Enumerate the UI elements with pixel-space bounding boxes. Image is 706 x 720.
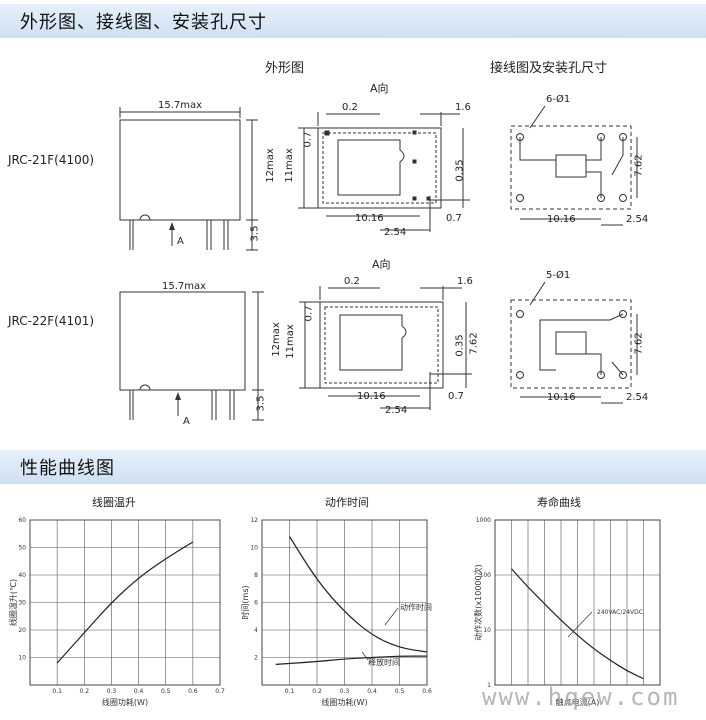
chart2-ytick: 12: [250, 517, 258, 524]
chart2-annot-operate: 动作时间: [400, 602, 432, 612]
chart1-series-1: [56, 541, 194, 664]
chart1-ytick: 10: [18, 655, 26, 662]
section-title-performance: 性能曲线图: [20, 458, 115, 479]
chart2-xlabel: 线圈功耗(W): [321, 697, 367, 707]
column-wiring-label: 接线图及安装孔尺寸: [490, 61, 608, 76]
view-arrow-label-1: A: [177, 236, 184, 247]
chart2-xtick: 0.4: [367, 688, 377, 695]
chart1-xtick: 0.3: [107, 688, 117, 695]
chart1-ylabel: 线圈温升(℃): [8, 579, 18, 626]
watermark: www.hqew.com: [482, 683, 680, 711]
chart3-xlabel: 触点电流(A): [556, 697, 600, 707]
dim-254-2: 2.54: [385, 405, 408, 416]
chart3-ylabel: 动作次数(x10000次): [473, 564, 483, 640]
chart2-title: 动作时间: [325, 496, 369, 509]
chart2-ytick: 2: [254, 655, 258, 662]
view-label-1: A向: [370, 82, 389, 95]
model-name-1: JRC-21F(4100): [8, 153, 95, 167]
chart1-xlabel: 线圈功耗(W): [102, 697, 148, 707]
dim-254-1: 2.54: [384, 227, 407, 238]
chart2-xtick: 0.1: [285, 688, 295, 695]
dim-07b-1: 0.7: [446, 213, 462, 224]
dim-02-2: 0.2: [344, 276, 360, 287]
chart2-ytick: 4: [254, 627, 258, 634]
chart3-annot-leader: [567, 611, 593, 638]
chart2-annot-release: 释放时间: [368, 657, 400, 667]
chart3-title: 寿命曲线: [537, 496, 581, 509]
dim-width-1: 15.7max: [158, 100, 203, 111]
chart3-ytick: 1000: [476, 517, 491, 524]
chart1-xtick: 0.5: [161, 688, 171, 695]
chart1-title: 线圈温升: [92, 496, 136, 509]
wiring-254-1: 2.54: [626, 214, 649, 225]
dim-02-1: 0.2: [342, 102, 358, 113]
chart3-ytick: 100: [480, 572, 492, 579]
wiring-1016-1: 10.16: [547, 214, 576, 225]
section-banner-dimensions: 外形图、接线图、安装孔尺寸: [0, 4, 706, 38]
chart2-xtick: 0.6: [422, 688, 432, 695]
section-banner-performance: 性能曲线图: [0, 450, 706, 484]
dim-07b-2: 0.7: [448, 391, 464, 402]
dim-16-2: 1.6: [457, 276, 473, 287]
chart1-xtick: 0.2: [80, 688, 90, 695]
chart3-annot: 240VAC/24VDC: [597, 609, 643, 616]
chart2-ylabel: 时间(ms): [240, 585, 250, 619]
chart3-ytick: 1: [487, 682, 491, 689]
chart2-ytick: 8: [254, 572, 258, 579]
column-outline-label: 外形图: [265, 61, 305, 76]
chart2-xtick: 0.2: [312, 688, 322, 695]
chart2-series-2: [275, 655, 427, 665]
chart1-xtick: 0.7: [215, 688, 225, 695]
dim-1016-2: 10.16: [357, 391, 386, 402]
view-arrow-label-2: A: [183, 416, 190, 427]
chart1-xtick: 0.4: [134, 688, 144, 695]
chart1-ytick: 40: [18, 572, 26, 579]
chart1-ytick: 20: [18, 627, 26, 634]
chart2-annot-leader-1: [384, 607, 399, 626]
chart2-series-1: [288, 536, 428, 653]
chart1-ytick: 50: [18, 545, 26, 552]
relay-body-1: [119, 119, 241, 221]
chart1-ytick: 60: [18, 517, 26, 524]
chart2-ytick: 6: [254, 600, 258, 607]
chart2-annot-leader-2: [361, 651, 369, 661]
chart1-xtick: 0.1: [52, 688, 62, 695]
wiring-1016-2: 10.16: [547, 392, 576, 403]
chart1-ytick: 30: [18, 600, 26, 607]
chart1-xtick: 0.6: [188, 688, 198, 695]
chart2-xtick: 0.5: [395, 688, 405, 695]
dim-1016-1: 10.16: [355, 213, 384, 224]
wiring-254-2: 2.54: [626, 392, 649, 403]
chart3-ytick: 10: [483, 627, 491, 634]
dim-16-1: 1.6: [455, 102, 471, 113]
dim-width-2: 15.7max: [162, 281, 207, 292]
section-title-dimensions: 外形图、接线图、安装孔尺寸: [20, 12, 267, 33]
chart2-ytick: 10: [250, 545, 258, 552]
view-label-2: A向: [372, 258, 391, 271]
holes-label-1: 6-Ø1: [546, 94, 571, 105]
model-name-2: JRC-22F(4101): [8, 314, 95, 328]
holes-label-2: 5-Ø1: [546, 270, 571, 281]
chart2-xtick: 0.3: [340, 688, 350, 695]
chart3-series-1: [511, 568, 644, 680]
